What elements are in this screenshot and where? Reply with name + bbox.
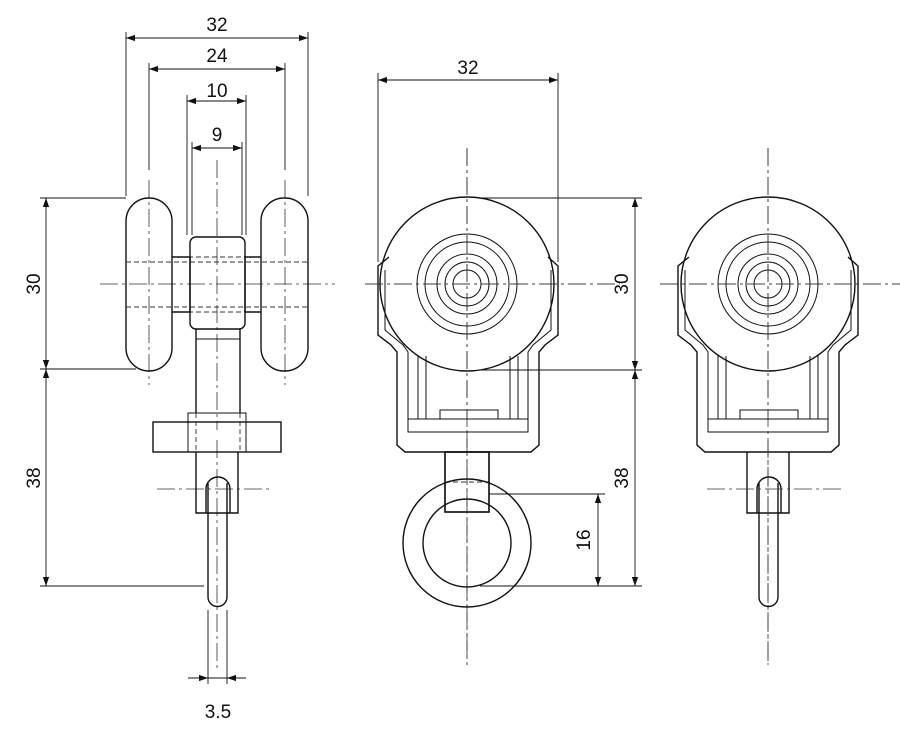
side-view: 32 24 10 9 30 38 3.5: [24, 15, 335, 723]
side-center-block: [189, 236, 246, 330]
dim-side-wheel-span: 24: [206, 46, 228, 67]
pin-variant-view: [660, 148, 900, 665]
side-flange-boss: [187, 412, 247, 453]
pin-view-bracket-inner: [684, 270, 852, 433]
dim-side-lower-height: 38: [24, 467, 45, 488]
dim-side-overall-width: 32: [206, 15, 227, 36]
dim-front-lower-height: 38: [612, 467, 633, 488]
side-axle-hub-right: [244, 256, 261, 313]
front-bracket-block: [439, 409, 499, 420]
side-stem: [195, 329, 241, 413]
dim-side-pin-diameter: 3.5: [205, 702, 231, 723]
side-left-wheel: [125, 197, 173, 372]
front-view: 32 30 38 16: [365, 58, 642, 665]
side-axle-hub-left: [172, 256, 191, 313]
dim-side-body-width: 10: [206, 81, 227, 102]
pin-view-bearing-outer: [725, 241, 811, 327]
pin-view-pin-eye: [756, 476, 782, 513]
front-bracket: [377, 256, 559, 453]
pin-view-pin: [758, 483, 779, 608]
dim-side-wheel-height: 30: [24, 273, 45, 294]
front-bracket-inner: [384, 270, 552, 433]
side-right-wheel: [260, 197, 309, 372]
pin-view-block: [739, 409, 799, 420]
pin-view-wheel-outer: [680, 196, 856, 372]
dim-front-width: 32: [457, 58, 478, 79]
side-pin-eye: [205, 476, 231, 513]
side-pin: [207, 483, 228, 608]
dim-front-ring-height: 16: [574, 529, 595, 550]
dim-side-axle-width: 9: [212, 125, 223, 146]
dim-front-wheel-height: 30: [612, 273, 633, 294]
side-lower-neck: [195, 452, 239, 514]
